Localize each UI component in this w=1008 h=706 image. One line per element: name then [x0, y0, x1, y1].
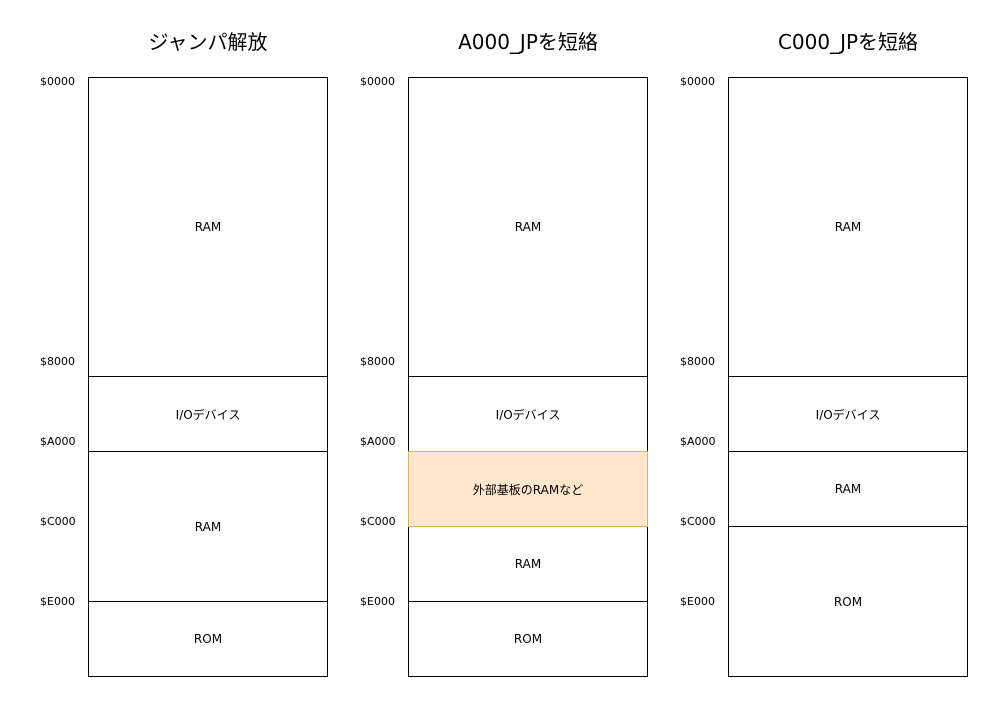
- memory-map-c000-jp-shorted: C000_JPを短絡 $0000 $8000 $A000 $C000 $E000…: [680, 0, 1000, 706]
- address-label: $8000: [680, 355, 715, 368]
- address-label: $8000: [360, 355, 395, 368]
- address-label: $E000: [360, 595, 395, 608]
- memory-region: ROM: [408, 601, 648, 677]
- address-label: $A000: [680, 435, 716, 448]
- memory-region: RAM: [728, 451, 968, 527]
- memory-map-a000-jp-shorted: A000_JPを短絡 $0000 $8000 $A000 $C000 $E000…: [360, 0, 680, 706]
- memory-region: RAM: [408, 77, 648, 377]
- map-title: C000_JPを短絡: [777, 30, 919, 54]
- map-title: A000_JPを短絡: [458, 30, 598, 54]
- memory-region: ROM: [88, 601, 328, 677]
- address-label: $0000: [680, 75, 715, 88]
- address-label: $0000: [360, 75, 395, 88]
- memory-region: RAM: [408, 526, 648, 602]
- memory-region: I/Oデバイス: [88, 376, 328, 452]
- memory-region: 外部基板のRAMなど: [408, 451, 648, 527]
- address-label: $E000: [680, 595, 715, 608]
- memory-region: RAM: [728, 77, 968, 377]
- memory-region: ROM: [728, 526, 968, 677]
- map-title: ジャンパ解放: [148, 30, 268, 54]
- memory-region: I/Oデバイス: [408, 376, 648, 452]
- address-label: $C000: [40, 515, 76, 528]
- address-label: $C000: [680, 515, 716, 528]
- memory-region: I/Oデバイス: [728, 376, 968, 452]
- memory-map-jumper-open: ジャンパ解放 $0000 $8000 $A000 $C000 $E000 RAM…: [40, 0, 360, 706]
- address-label: $C000: [360, 515, 396, 528]
- memory-region: RAM: [88, 77, 328, 377]
- address-label: $A000: [360, 435, 396, 448]
- address-label: $A000: [40, 435, 76, 448]
- address-label: $8000: [40, 355, 75, 368]
- address-label: $0000: [40, 75, 75, 88]
- address-label: $E000: [40, 595, 75, 608]
- memory-region: RAM: [88, 451, 328, 602]
